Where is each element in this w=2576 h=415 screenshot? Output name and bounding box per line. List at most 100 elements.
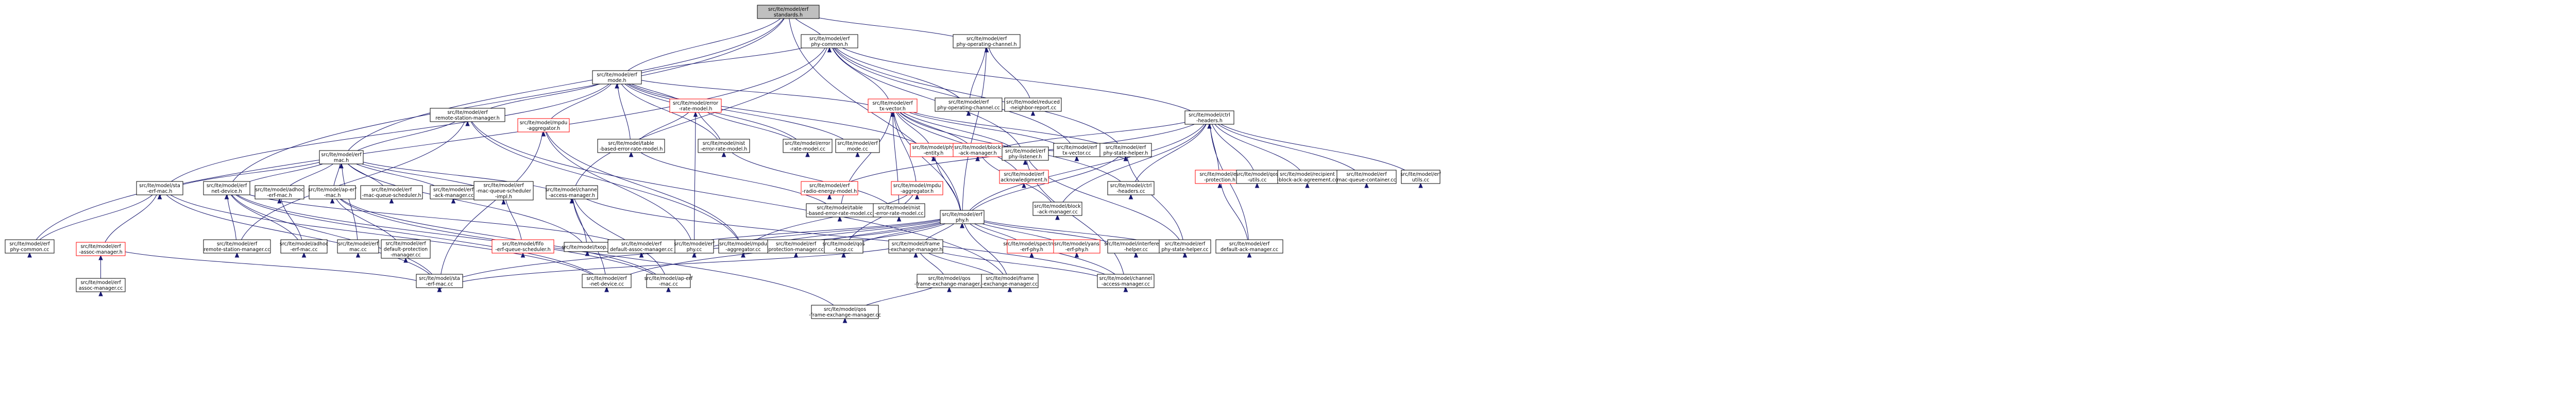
node-cam[interactable]: src/lte/model/channel-access-manager.h [546,185,599,200]
node-label-line: src/lte/model/erf [385,241,426,247]
node-mqs[interactable]: src/lte/model/erf-mac-queue-scheduler.h [360,185,423,200]
node-rsm[interactable]: src/lte/model/erfremote-station-manager.… [430,108,505,122]
edge-plis-to-camcc [1025,146,1128,292]
node-label-line: src/lte/model/erf [948,99,989,105]
node-label-line: mac.cc [349,247,367,253]
node-box [801,34,858,48]
node-label-line: src/lte/model/erf [837,141,878,146]
node-box [76,278,126,292]
node-ctrl[interactable]: src/lte/model/ctrl-headers.h [1184,110,1234,125]
node-prot[interactable]: src/lte/model/erf-protection.h [1195,170,1245,184]
node-label-line: phy-state-helper.cc [1161,247,1208,253]
node-wqs[interactable]: src/lte/model/fifo-erf-queue-scheduler.h [492,239,554,254]
node-label-line: -erf-phy.h [1065,247,1089,253]
node-tberm[interactable]: src/lte/model/table-based-error-rate-mod… [597,139,665,153]
node-utils[interactable]: src/lte/model/qos-utils.cc [1236,170,1278,184]
node-poccc[interactable]: src/lte/model/erfphy-operating-channel.c… [935,97,1003,112]
node-box [698,139,750,153]
node-qtxop[interactable]: src/lte/model/qos-txop.cc [822,239,865,254]
node-phyent[interactable]: src/lte/model/phy-entity.h [910,143,957,157]
node-rnr[interactable]: src/lte/model/reduced-neighbor-report.cc [1004,97,1062,112]
node-bamcc[interactable]: src/lte/model/block-ack-manager.cc [1032,202,1082,216]
node-bam[interactable]: src/lte/model/block-ack-manager.h [953,143,1003,157]
node-recip[interactable]: src/lte/model/recipient-block-ack-agreem… [1277,170,1338,184]
node-dam[interactable]: src/lte/model/erfdefault-assoc-manager.c… [607,239,675,254]
node-label-line: mac.h [334,158,349,163]
node-amcc[interactable]: src/lte/model/erf-ack-manager.cc [430,185,477,200]
node-label-line: -rate-model.h [679,106,713,112]
node-label-line: src/lte/model/erf [872,101,913,106]
node-box [136,181,183,195]
node-box [811,305,879,319]
node-femcc[interactable]: src/lte/model/frame-exchange-manager.cc [981,274,1039,288]
node-nistcc[interactable]: src/lte/model/nist-error-rate-model.cc [873,203,925,218]
node-adhoch[interactable]: src/lte/model/adhoc-erf-mac.h [255,185,304,200]
node-box [1184,110,1234,125]
node-box [888,239,943,254]
node-mpduaggcc[interactable]: src/lte/model/mpdu-aggregator.cc [718,239,768,254]
node-intf[interactable]: src/lte/model/interference-helper.cc [1104,239,1168,254]
node-box [337,239,379,254]
node-ctrlcc[interactable]: src/lte/model/ctrl-headers.cc [1107,181,1155,195]
node-qfem[interactable]: src/lte/model/qos-frame-exchange-manager… [914,274,984,288]
node-txop[interactable]: src/lte/model/txop.cc [562,242,613,252]
node-spw[interactable]: src/lte/model/spectrum-erf-phy.h [1003,239,1060,254]
node-box [1002,146,1049,161]
node-rsmcc[interactable]: src/lte/model/erfremote-station-manager.… [203,239,271,254]
node-label-line: mode.cc [847,146,868,152]
node-stacc[interactable]: src/lte/model/sta-erf-mac.cc [416,274,463,288]
node-assoch[interactable]: src/lte/model/erf-assoc-manager.h [76,242,126,256]
node-apw[interactable]: src/lte/model/ap-erf-mac.h [308,185,357,200]
node-ermcc[interactable]: src/lte/model/error-rate-model.cc [783,139,833,153]
node-box [953,34,1021,48]
node-nist[interactable]: src/lte/model/nist-error-rate-model.h [698,139,750,153]
node-errm[interactable]: src/lte/model/error-rate-model.h [669,98,722,113]
node-box [868,98,918,113]
node-tbermcc[interactable]: src/lte/model/table-based-error-rate-mod… [806,203,874,218]
node-mpduagg2[interactable]: src/lte/model/mpdu-aggregator.h [891,181,943,195]
edge-errm-to-phycc [692,98,697,258]
node-staw[interactable]: src/lte/model/sta-erf-mac.h [136,181,183,195]
node-label-line: -exchange-manager.h [889,247,943,253]
node-label-line: -mac-queue-scheduler [476,189,531,194]
node-dpm[interactable]: src/lte/model/erfdefault-protection-mana… [381,239,431,259]
node-box [309,185,356,200]
node-yans[interactable]: src/lte/model/yans-erf-phy.h [1053,239,1100,254]
node-camcc[interactable]: src/lte/model/channel-access-manager.cc [1097,274,1155,288]
node-netdevcc[interactable]: src/lte/model/erf-net-device.cc [582,274,632,288]
node-ren[interactable]: src/lte/model/erf-radio-energy-model.h [801,181,858,195]
node-apcc[interactable]: src/lte/model/ap-erf-mac.cc [645,274,693,288]
node-adhoccc[interactable]: src/lte/model/adhoc-erf-mac.cc [280,239,328,254]
edge-pc-to-mode [615,34,830,89]
node-qfemcc[interactable]: src/lte/model/qos-frame-exchange-manager… [809,305,881,319]
node-label-line: -net-device.cc [589,281,624,287]
node-mqsi[interactable]: src/lte/model/erf-mac-queue-scheduler-im… [473,181,534,201]
node-fem[interactable]: src/lte/model/frame-exchange-manager.h [888,239,943,254]
node-label-line: src/lte/model/erf [1106,145,1146,151]
node-box [203,239,271,254]
node-mpduagg[interactable]: src/lte/model/mpdu-aggregator.h [517,118,570,132]
